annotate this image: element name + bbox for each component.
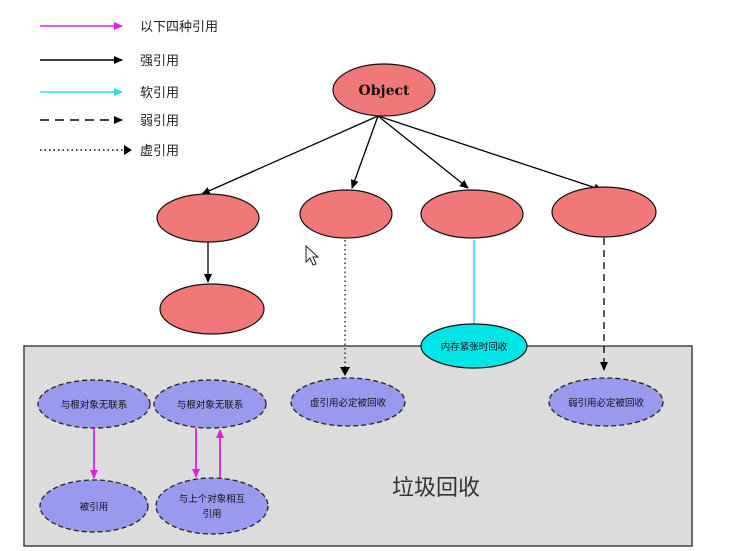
node-strong-1-child	[159, 283, 265, 335]
unlinked-node-1-label: 与根对象无联系	[61, 399, 128, 411]
legend-label-soft: 软引用	[140, 86, 179, 101]
mutual-ref-node: 与上个对象相互 引用	[155, 477, 269, 535]
object-node-label: Object	[359, 83, 410, 99]
weak-gc-node: 弱引用必定被回收	[548, 377, 664, 427]
legend-label-phantom: 虚引用	[140, 144, 179, 159]
node-soft-ref	[420, 189, 524, 239]
edge-object-strong2	[350, 115, 379, 189]
referenced-node: 被引用	[39, 479, 149, 533]
soft-gc-node: 内存紧张时回收	[420, 323, 528, 369]
object-node: Object	[332, 63, 436, 117]
phantom-gc-node-label: 虚引用必定被回收	[310, 397, 387, 409]
node-strong-1	[156, 193, 260, 243]
legend-label-all: 以下四种引用	[140, 20, 218, 35]
legend-label-weak: 弱引用	[140, 114, 179, 129]
gc-region-label: 垃圾回收	[392, 476, 480, 501]
phantom-gc-node: 虚引用必定被回收	[290, 377, 406, 427]
edges	[201, 115, 608, 376]
unlinked-node-1: 与根对象无联系	[37, 379, 151, 429]
soft-gc-node-label: 内存紧张时回收	[441, 341, 508, 353]
unlinked-node-2-label: 与根对象无联系	[177, 399, 244, 411]
weak-gc-node-label: 弱引用必定被回收	[568, 397, 645, 409]
mouse-cursor-icon	[305, 244, 320, 266]
unlinked-node-2: 与根对象无联系	[153, 379, 267, 429]
referenced-node-label: 被引用	[80, 501, 109, 513]
legend: 以下四种引用 强引用 软引用 弱引用 虚引用	[40, 20, 218, 159]
edge-object-strong3	[377, 115, 469, 189]
mutual-ref-node-line2: 引用	[202, 509, 221, 520]
mutual-ref-node-line1: 与上个对象相互	[179, 493, 246, 505]
edge-object-strong1	[201, 115, 379, 195]
node-phantom-ref	[299, 189, 393, 239]
legend-label-strong: 强引用	[140, 54, 179, 69]
node-weak-ref	[551, 186, 657, 238]
edge-object-strong4	[377, 115, 603, 192]
